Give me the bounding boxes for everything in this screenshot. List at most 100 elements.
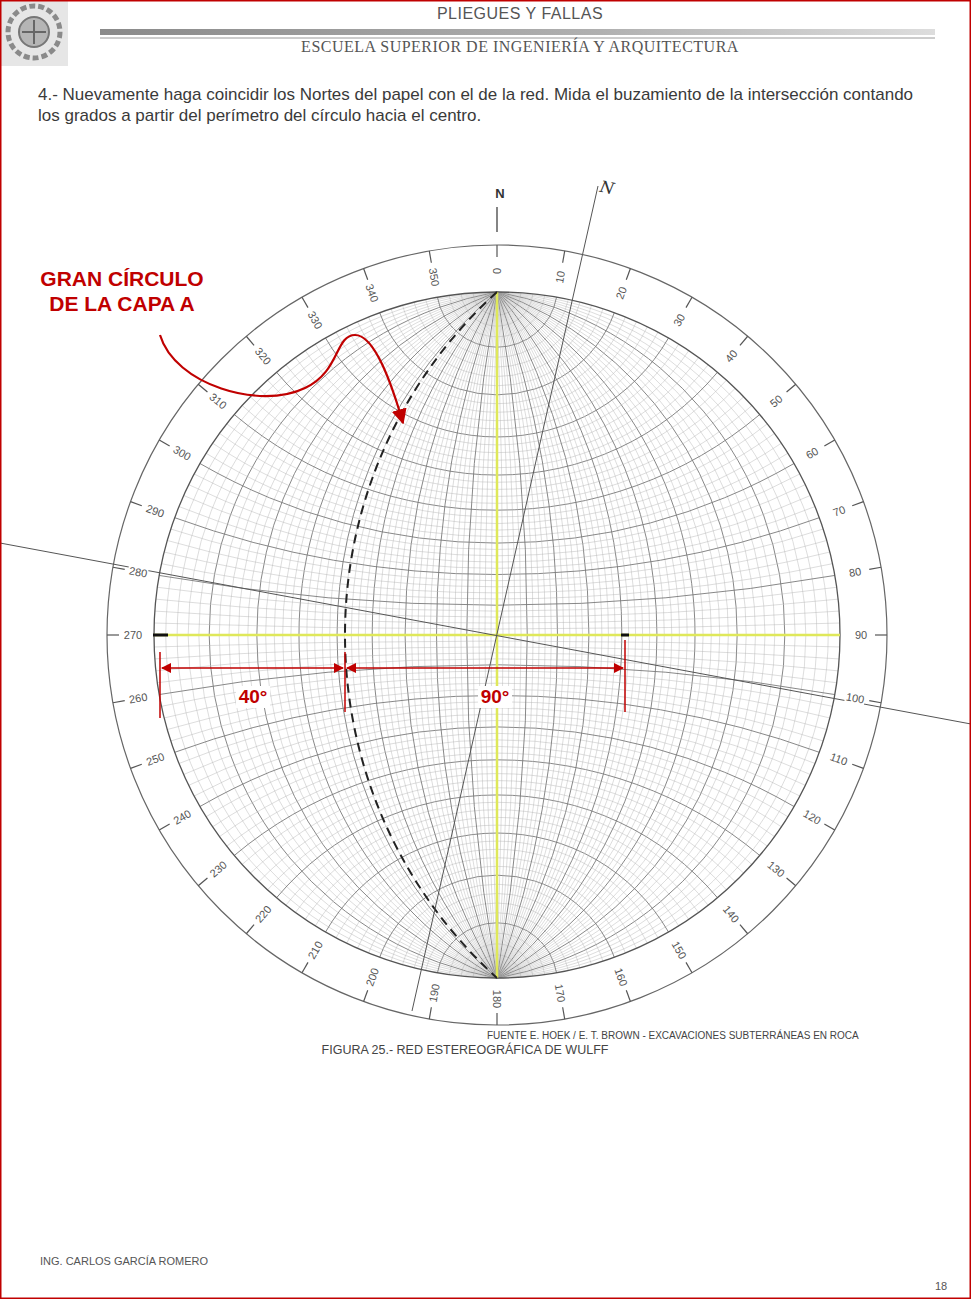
azimuth-tick	[869, 701, 881, 703]
azimuth-label: 140	[720, 902, 742, 925]
azimuth-label: 240	[170, 807, 194, 828]
rotated-north-line	[412, 186, 598, 1011]
azimuth-label: 70	[830, 502, 847, 518]
azimuth-tick	[626, 269, 630, 280]
azimuth-tick	[869, 567, 881, 569]
school-logo	[0, 0, 68, 66]
azimuth-label: 220	[252, 902, 274, 925]
azimuth-label: 330	[305, 308, 326, 332]
figure-caption: FIGURA 25.- RED ESTEREOGRÁFICA DE WULFF	[322, 1043, 609, 1057]
azimuth-tick	[364, 269, 368, 280]
logo-center	[19, 17, 49, 47]
azimuth-label: 200	[363, 965, 381, 988]
azimuth-tick	[302, 297, 308, 307]
handwritten-north: N	[598, 176, 616, 197]
axis-mark	[621, 634, 629, 637]
logo-cross	[22, 20, 46, 44]
azimuth-tick	[113, 567, 125, 569]
azimuth-tick	[875, 634, 887, 635]
logo-ground	[0, 0, 68, 66]
azimuth-tick	[364, 990, 368, 1001]
azimuth-label: 50	[767, 392, 786, 410]
azimuth-tick	[246, 925, 254, 934]
azimuth-tick	[852, 764, 863, 768]
azimuth-label: 150	[669, 938, 690, 962]
azimuth-label: 230	[206, 858, 229, 880]
author-name: ING. CARLOS GARCÍA ROMERO	[40, 1255, 208, 1267]
azimuth-tick	[686, 297, 692, 307]
azimuth-tick	[740, 925, 748, 934]
north-tick	[496, 207, 497, 232]
azimuth-label: 270	[123, 629, 143, 641]
azimuth-label: 0	[491, 267, 503, 275]
azimuth-label: 10	[553, 268, 567, 284]
north-label: N	[495, 186, 504, 201]
azimuth-tick	[787, 878, 796, 886]
school-name: ESCUELA SUPERIOR DE INGENIERÍA Y ARQUITE…	[301, 38, 739, 56]
dimension-extension	[344, 652, 346, 712]
azimuth-label: 90	[854, 629, 868, 641]
dimension-label: 90°	[478, 686, 513, 708]
azimuth-label: 120	[800, 807, 824, 828]
azimuth-tick	[852, 502, 863, 506]
azimuth-tick	[131, 502, 142, 506]
azimuth-tick	[429, 251, 431, 263]
azimuth-tick	[824, 824, 834, 830]
azimuth-label: 60	[803, 444, 821, 462]
azimuth-tick	[496, 245, 497, 257]
azimuth-tick	[198, 878, 207, 886]
azimuth-label: 30	[670, 311, 688, 329]
azimuth-tick	[563, 251, 565, 263]
azimuth-label: 130	[764, 858, 787, 880]
azimuth-tick	[496, 1013, 497, 1025]
azimuth-label: 280	[127, 564, 149, 579]
azimuth-label: 20	[613, 284, 629, 301]
azimuth-label: 170	[553, 982, 568, 1004]
azimuth-label: 100	[844, 691, 866, 706]
azimuth-label: 210	[305, 938, 326, 962]
great-circle-layer-a	[345, 292, 497, 978]
azimuth-label: 350	[426, 265, 441, 287]
azimuth-tick	[159, 440, 169, 446]
azimuth-tick	[787, 384, 796, 392]
axis-mark	[153, 634, 168, 637]
azimuth-tick	[302, 962, 308, 972]
azimuth-tick	[246, 336, 254, 345]
azimuth-tick	[159, 824, 169, 830]
azimuth-tick	[824, 440, 834, 446]
instruction-text: 4.- Nuevamente haga coincidir los Nortes…	[38, 84, 938, 126]
azimuth-tick	[107, 634, 119, 635]
azimuth-tick	[429, 1007, 431, 1019]
azimuth-label: 160	[612, 965, 630, 988]
azimuth-label: 340	[363, 281, 381, 304]
azimuth-label: 40	[722, 347, 740, 366]
azimuth-label: 110	[828, 751, 850, 769]
azimuth-label: 300	[170, 443, 194, 464]
azimuth-tick	[131, 764, 142, 768]
azimuth-label: 80	[847, 565, 863, 579]
page-number: 18	[935, 1280, 947, 1292]
azimuth-tick	[740, 336, 748, 345]
page-header: PLIEGUES Y FALLAS	[437, 5, 603, 23]
azimuth-label: 290	[143, 501, 166, 519]
azimuth-label: 180	[491, 989, 503, 1009]
header-bar	[100, 29, 935, 35]
azimuth-label: 310	[206, 390, 229, 412]
azimuth-label: 190	[426, 982, 441, 1004]
annotation-label: GRAN CÍRCULO DE LA CAPA A	[27, 266, 217, 316]
callout-arrow	[160, 335, 403, 423]
azimuth-label: 250	[143, 750, 166, 768]
dimension-extension	[159, 652, 161, 718]
azimuth-label: 320	[252, 345, 274, 368]
source-note: FUENTE E. HOEK / E. T. BROWN - EXCAVACIO…	[487, 1030, 859, 1041]
azimuth-tick	[198, 384, 207, 392]
dimension-label: 40°	[236, 686, 271, 708]
azimuth-label: 260	[127, 691, 149, 706]
azimuth-tick	[686, 962, 692, 972]
azimuth-tick	[563, 1007, 565, 1019]
rotated-strike-line	[0, 543, 971, 724]
dimension-arrow	[347, 667, 623, 669]
